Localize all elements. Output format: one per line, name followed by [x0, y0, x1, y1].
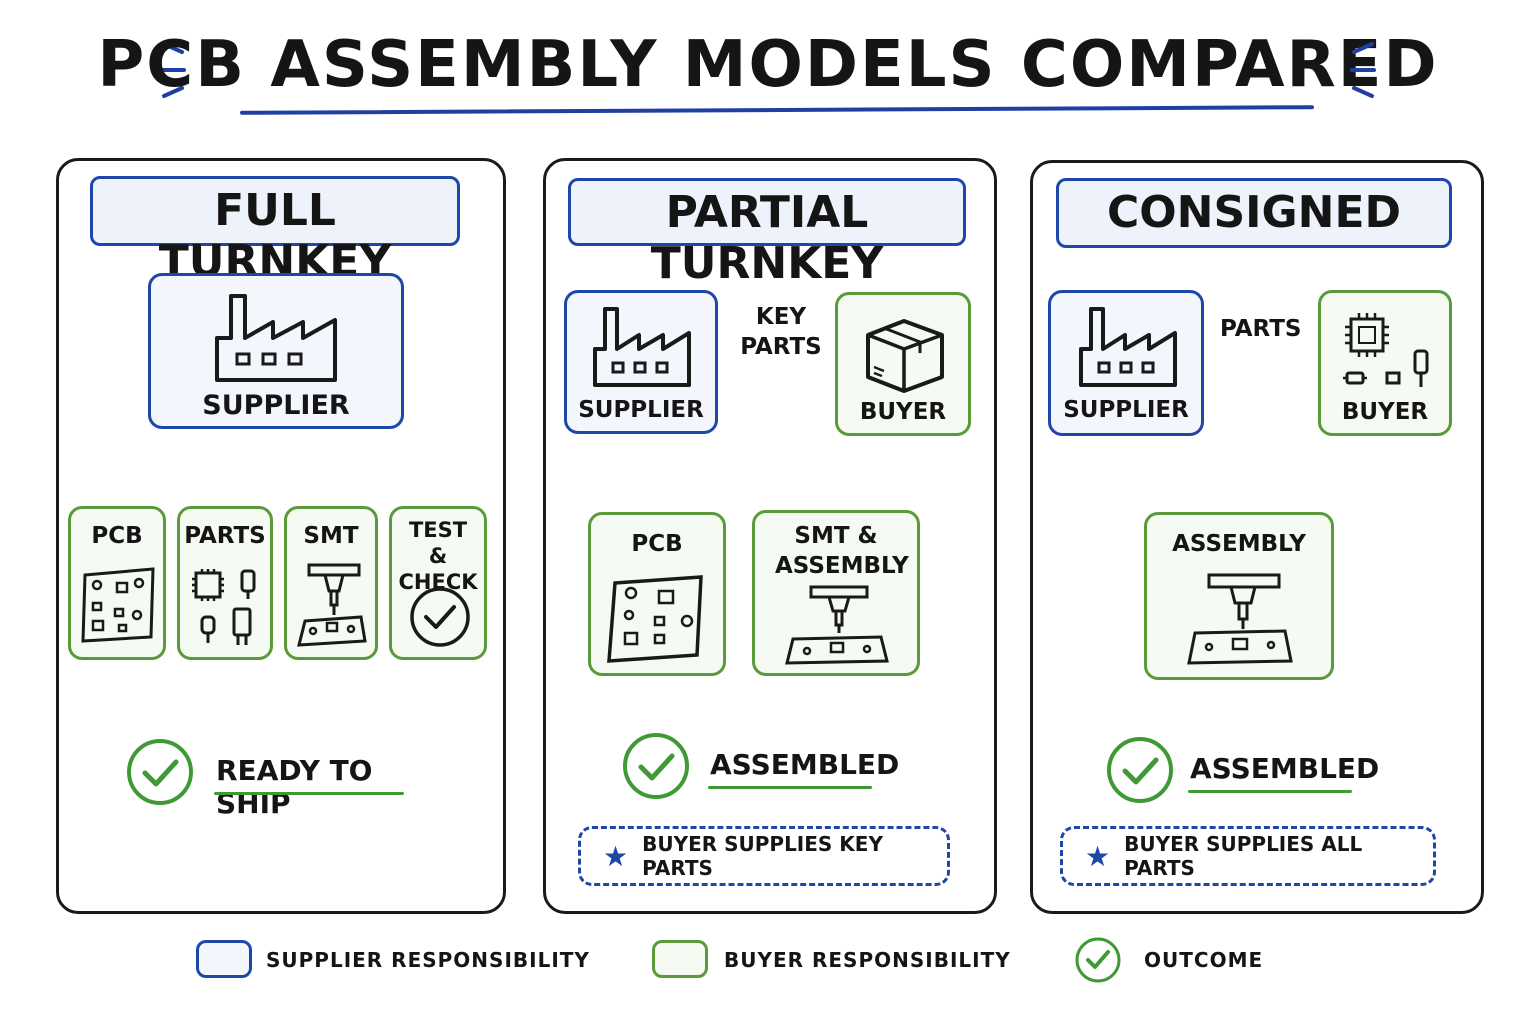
components-icon	[192, 569, 256, 645]
step-label: ASSEMBLY	[1172, 531, 1306, 557]
panel-title: PARTIAL TURNKEY	[568, 178, 966, 289]
step-assembly: ASSEMBLY	[1144, 512, 1334, 680]
legend-swatch-supplier	[196, 940, 252, 978]
buyer-label: BUYER	[859, 399, 947, 425]
legend-swatch-buyer	[652, 940, 708, 978]
step-label: PCB	[631, 531, 683, 557]
supplier-box: SUPPLIER	[564, 290, 718, 434]
step-label: SMT	[303, 523, 359, 549]
step-test-check: TEST & CHECK	[389, 506, 487, 660]
pick-and-place-icon	[785, 585, 889, 665]
panel-title: CONSIGNED	[1056, 178, 1452, 248]
outcome-underline	[1188, 790, 1352, 793]
note-text: BUYER SUPPLIES KEY PARTS	[642, 832, 883, 880]
supplier-label: SUPPLIER	[202, 390, 350, 421]
factory-icon	[1079, 307, 1177, 387]
supplier-box: SUPPLIER	[148, 273, 404, 429]
factory-icon	[593, 307, 691, 387]
step-label: TEST & CHECK	[398, 518, 478, 594]
buyer-box: BUYER	[1318, 290, 1452, 436]
legend-label: SUPPLIER RESPONSIBILITY	[266, 948, 590, 972]
outcome-label: ASSEMBLED	[1190, 752, 1380, 785]
panel-title: FULL TURNKEY	[90, 176, 460, 287]
outcome-check-icon	[623, 733, 689, 799]
components-icon	[1343, 313, 1429, 387]
legend-label: OUTCOME	[1144, 948, 1264, 972]
buyer-label: BUYER	[1341, 399, 1429, 425]
circuit-board-icon	[607, 575, 703, 663]
note-text: BUYER SUPPLIES ALL PARTS	[1124, 832, 1363, 880]
star-icon: ★	[1085, 839, 1111, 873]
factory-icon	[215, 294, 337, 382]
buyer-box: BUYER	[835, 292, 971, 436]
title-accent-right	[1348, 40, 1378, 100]
pick-and-place-icon	[297, 563, 367, 647]
step-pcb: PCB	[588, 512, 726, 676]
star-icon: ★	[603, 839, 629, 873]
outcome-label: ASSEMBLED	[710, 748, 900, 781]
package-box-icon	[866, 319, 944, 393]
circuit-board-icon	[81, 567, 155, 643]
note-box: ★ BUYER SUPPLIES KEY PARTS	[578, 826, 950, 886]
title-accent-left	[158, 40, 188, 100]
supplier-box: SUPPLIER	[1048, 290, 1204, 436]
step-smt: SMT	[284, 506, 378, 660]
note-box: ★ BUYER SUPPLIES ALL PARTS	[1060, 826, 1436, 886]
step-label: PCB	[91, 523, 143, 549]
step-label: PARTS	[184, 523, 266, 549]
step-smt-assembly: SMT & ASSEMBLY	[752, 510, 920, 676]
outcome-underline	[214, 792, 404, 795]
step-pcb: PCB	[68, 506, 166, 660]
flow-label: KEY PARTS	[740, 304, 822, 360]
outcome-check-icon	[127, 739, 193, 805]
step-label: SMT & ASSEMBLY	[775, 523, 909, 579]
outcome-label: READY TO SHIP	[216, 754, 373, 820]
supplier-label: SUPPLIER	[578, 397, 704, 423]
accent-strokes-icon	[160, 42, 186, 98]
outcome-underline	[708, 786, 872, 789]
pick-and-place-icon	[1187, 573, 1293, 665]
outcome-check-icon	[1107, 737, 1173, 803]
check-circle-icon	[410, 587, 470, 647]
step-parts: PARTS	[177, 506, 273, 660]
legend-outcome-check-icon	[1075, 937, 1121, 983]
accent-strokes-icon	[1350, 42, 1376, 98]
supplier-label: SUPPLIER	[1063, 397, 1189, 423]
page-title: PCB ASSEMBLY MODELS COMPARED	[97, 28, 1439, 102]
flow-label: PARTS	[1220, 316, 1302, 342]
legend-label: BUYER RESPONSIBILITY	[724, 948, 1011, 972]
